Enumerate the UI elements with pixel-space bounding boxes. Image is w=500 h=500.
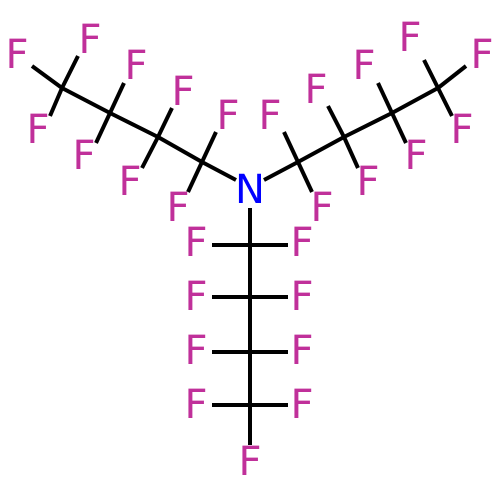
- fluorine-atom-label: F: [78, 17, 101, 63]
- nitrogen-atom-label: N: [235, 167, 265, 213]
- fluorine-atom-label: F: [72, 133, 95, 179]
- bond: [200, 131, 218, 163]
- fluorine-atom-label: F: [184, 220, 207, 266]
- bond: [391, 86, 439, 115]
- bond: [376, 82, 394, 114]
- bond: [157, 135, 203, 164]
- fluorine-atom-label: F: [310, 185, 333, 231]
- fluorine-atom-label: F: [184, 274, 207, 320]
- bond: [48, 87, 64, 117]
- bond: [296, 161, 314, 193]
- fluorine-atom-label: F: [238, 439, 261, 485]
- bonds: [30, 55, 468, 445]
- fluorine-atom-label: F: [304, 67, 327, 113]
- bond: [156, 107, 174, 138]
- fluorine-atom-label: F: [404, 133, 427, 179]
- fluorine-atom-label: F: [290, 274, 313, 320]
- bond: [436, 64, 468, 90]
- bond: [436, 87, 454, 117]
- bond: [390, 112, 408, 144]
- bond: [201, 160, 237, 182]
- bond: [326, 105, 346, 138]
- atom-labels: N F F F F F F F F F F F F F F F F F F F …: [5, 15, 493, 485]
- bond: [343, 111, 393, 139]
- fluorine-atom-label: F: [118, 159, 141, 205]
- fluorine-atom-label: F: [166, 185, 189, 231]
- fluorine-atom-label: F: [290, 382, 313, 428]
- fluorine-atom-label: F: [290, 328, 313, 374]
- bond: [422, 59, 440, 89]
- bond: [282, 131, 300, 163]
- fluorine-atom-label: F: [184, 382, 207, 428]
- fluorine-atom-label: F: [398, 15, 421, 61]
- fluorine-atom-label: F: [450, 107, 473, 153]
- bond: [60, 55, 80, 89]
- bond: [108, 82, 126, 114]
- fluorine-atom-label: F: [5, 32, 28, 78]
- bond: [140, 136, 160, 169]
- fluorine-atom-label: F: [184, 328, 207, 374]
- fluorine-atom-label: F: [124, 43, 147, 89]
- fluorine-atom-label: F: [290, 220, 313, 266]
- bond: [342, 136, 360, 169]
- fluorine-atom-label: F: [171, 69, 194, 115]
- bond: [186, 161, 204, 193]
- bond: [297, 135, 345, 164]
- fluorine-atom-label: F: [470, 32, 493, 78]
- bond: [30, 64, 64, 90]
- bond: [61, 86, 111, 115]
- bond: [94, 112, 112, 144]
- fluorine-atom-label: F: [356, 159, 379, 205]
- fluorine-atom-label: F: [258, 93, 281, 139]
- fluorine-atom-label: F: [352, 43, 375, 89]
- fluorine-atom-label: F: [216, 93, 239, 139]
- bond: [109, 111, 159, 139]
- fluorine-atom-label: F: [26, 107, 49, 153]
- bond: [263, 160, 299, 182]
